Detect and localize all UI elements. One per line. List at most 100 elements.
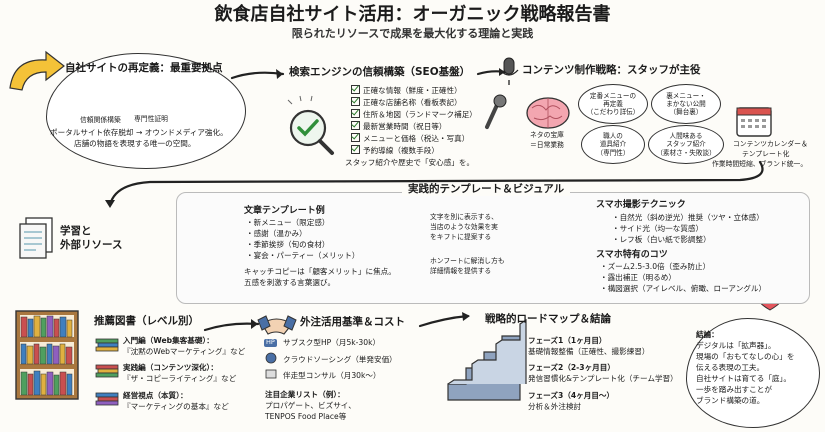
calendar-label-1: コンテンツカレンダー＆	[733, 140, 808, 148]
redefine-cloud	[46, 53, 246, 169]
mid-text-3: をキフトに提案する	[430, 233, 492, 241]
check-icon	[351, 109, 360, 118]
crowd-icon	[265, 352, 277, 364]
phase-title: フェーズ1（1ヶ月目）	[528, 336, 607, 345]
template-item: ・感謝（温かみ）	[246, 229, 307, 238]
company-list-label: 注目企業リスト（例）：	[265, 390, 345, 399]
phase-desc: 基礎情報整備（正確性、撮影練習）	[528, 347, 650, 356]
books-heading: 推薦図書（レベル別）	[94, 315, 199, 327]
phase-desc: 分析＆外注検討	[528, 402, 582, 411]
book-stack-icon	[95, 338, 119, 406]
outsource-item: サブスク型HP（月5k-30k）	[283, 338, 381, 347]
brain-label-1: ネタの宝庫	[530, 131, 564, 139]
conclusion-line-5: 自社サイトは育てる「庭」。	[696, 374, 791, 383]
mid-text-5: 詳細情報を提供する	[430, 267, 492, 275]
idea-bubble-staff: 人間味あるスタッフ紹介（素材さ・失敗談）	[648, 125, 724, 164]
conclusion-cloud	[686, 318, 820, 428]
check-icon	[351, 133, 360, 142]
template-item: ・季節挨拶（旬の食材）	[246, 240, 330, 249]
seo-item: 予約導線（複数手段）	[351, 145, 439, 156]
page-title: 飲食店自社サイト活用：オーガニック戦略報告書	[214, 4, 611, 25]
learning-label-1: 学習と	[60, 225, 92, 237]
book-level-3-label: 経営視点（本質）：	[123, 391, 188, 400]
hp-badge: HP	[264, 338, 277, 347]
redefine-line-2: 店舗の物語を表現する唯一の空間。	[74, 139, 196, 148]
mid-text-2: 当店のような効果を実	[430, 223, 498, 231]
outsource-item: クラウドソーシング（単発安価）	[283, 355, 397, 364]
book-level-2-label: 実践編（コンテンツ深化）：	[123, 363, 218, 372]
outsource-item: 伴走型コンサル（月30k〜）	[283, 371, 381, 380]
phase-title: フェーズ3（4ヶ月目〜）	[528, 391, 615, 400]
check-icon	[351, 145, 360, 154]
learning-label-2: 外部リソース	[60, 239, 123, 251]
conclusion-line-4: 伝える表現の工夫。	[696, 363, 765, 372]
idea-bubble-secret-menu: 裏メニュー・まかない公開（舞台裏）	[651, 84, 721, 124]
template-item: ・宴会・パーティー（メリット）	[246, 251, 360, 260]
yellow-arrow-icon	[9, 50, 65, 91]
idea-bubble-tools: 職人の道具紹介（専門性）	[581, 125, 645, 164]
check-icon	[351, 121, 360, 130]
mid-text-4: ホンフートに解消し方も	[430, 257, 505, 265]
calendar-icon	[736, 107, 772, 137]
badge-trust-label: 信頼関係構築	[80, 116, 121, 124]
redefine-heading: 自社サイトの再定義：最重要拠点	[65, 62, 223, 74]
handshake-icon	[257, 315, 297, 335]
check-icon	[351, 97, 360, 106]
handheld-mic-icon	[485, 94, 507, 129]
seo-heading: 検索エンジンの信頼構築（SEO基盤）	[289, 66, 471, 78]
conclusion-line-6: 一歩を踏み出すことが	[696, 385, 772, 394]
tips-item: ・露出補正（明るめ）	[600, 273, 676, 282]
mid-text-1: 文字を別に表示する、	[430, 213, 498, 221]
flow-arrow-4	[203, 322, 260, 332]
brain-label-2: ＝日常業務	[530, 141, 564, 149]
documents-icon	[19, 217, 53, 259]
calendar-label-3: 作業時間短縮、ブランド統一。	[712, 160, 808, 168]
conclusion-line-2: デジタルは「拡声器」。	[696, 341, 776, 350]
consultant-icon	[265, 369, 277, 379]
book-level-1-label: 入門編（Web集客基礎）：	[123, 336, 214, 345]
tips-heading: スマホ特有のコツ	[596, 250, 668, 260]
brain-icon	[526, 97, 570, 129]
bookshelf-icon	[15, 310, 79, 400]
photo-heading: スマホ撮影テクニック	[596, 200, 686, 210]
check-icon	[351, 85, 360, 94]
company-list-1: プロパゲート、ビズサイ、	[265, 401, 356, 410]
content-heading: コンテンツ制作戦略：スタッフが主役	[522, 64, 701, 76]
outsource-heading: 外注活用基準＆コスト	[300, 316, 405, 328]
book-level-1-title: 『沈黙のWebマーケティング』など	[123, 347, 246, 356]
photo-item: ・サイド光（均一な質感）	[612, 224, 704, 233]
microphone-icon	[499, 57, 519, 85]
phase-desc: 発信習慣化&テンプレート化（チーム学習）	[528, 374, 678, 383]
idea-bubble-standard-menu: 定番メニューの再定義（こだわり詳伝）	[578, 84, 648, 124]
magnifier-check-icon	[287, 95, 334, 155]
roadmap-heading: 戦略的ロードマップ＆結論	[485, 313, 611, 325]
book-level-3-title: 『マーケティングの基本』など	[123, 402, 229, 411]
seo-item: 正確な情報（鮮度・正確性）	[351, 85, 462, 96]
seo-note: スタッフ紹介や歴史で「安心感」を。	[345, 158, 475, 167]
seo-item: 最新営業時間（祝日等）	[351, 121, 447, 132]
conclusion-line-1: 結論：	[696, 330, 719, 339]
template-catch-2: 五感を刺激する言葉選び。	[244, 278, 336, 287]
flow-arrow-3	[108, 160, 764, 207]
template-item: ・新メニュー（限定感）	[246, 218, 330, 227]
conclusion-line-3: 現場の「おもてなしの心」を	[696, 352, 795, 361]
tips-item: ・構図選択（アイレベル、俯瞰、ローアングル）	[600, 284, 767, 293]
tips-item: ・ズーム2.5-3.0倍（歪み防止）	[600, 262, 711, 271]
photo-item: ・自然光（斜め逆光）推奨（ツヤ・立体感）	[612, 213, 764, 222]
seo-item: 住所＆地図（ランドマーク補足）	[351, 109, 477, 120]
photo-item: ・レフ板（白い紙で影調整）	[612, 235, 711, 244]
template-heading: 文章テンプレート例	[244, 206, 325, 216]
company-list-2: TENPOS Food Place等	[265, 412, 347, 421]
book-level-2-title: 『ザ・コピーライティング』など	[123, 374, 237, 383]
template-catch-1: キャッチコピーは「顧客メリット」に焦点。	[244, 267, 396, 276]
flow-arrow-1	[230, 71, 285, 80]
calendar-label-2: テンプレート化	[742, 150, 790, 158]
stairs-icon	[447, 318, 527, 401]
badge-expertise-label: 専門性証明	[134, 115, 168, 123]
redefine-line-1: ポータルサイト依存脱却 → オウンドメディア強化。	[50, 128, 228, 137]
practice-panel	[176, 192, 810, 304]
phase-title: フェーズ2（2-3ヶ月目）	[528, 363, 615, 372]
page-subtitle: 限られたリソースで成果を最大化する理論と実践	[291, 27, 534, 40]
conclusion-line-7: ブランド構築の道。	[696, 396, 765, 405]
seo-item: 正確な店舗名称（看板表記）	[351, 97, 462, 108]
